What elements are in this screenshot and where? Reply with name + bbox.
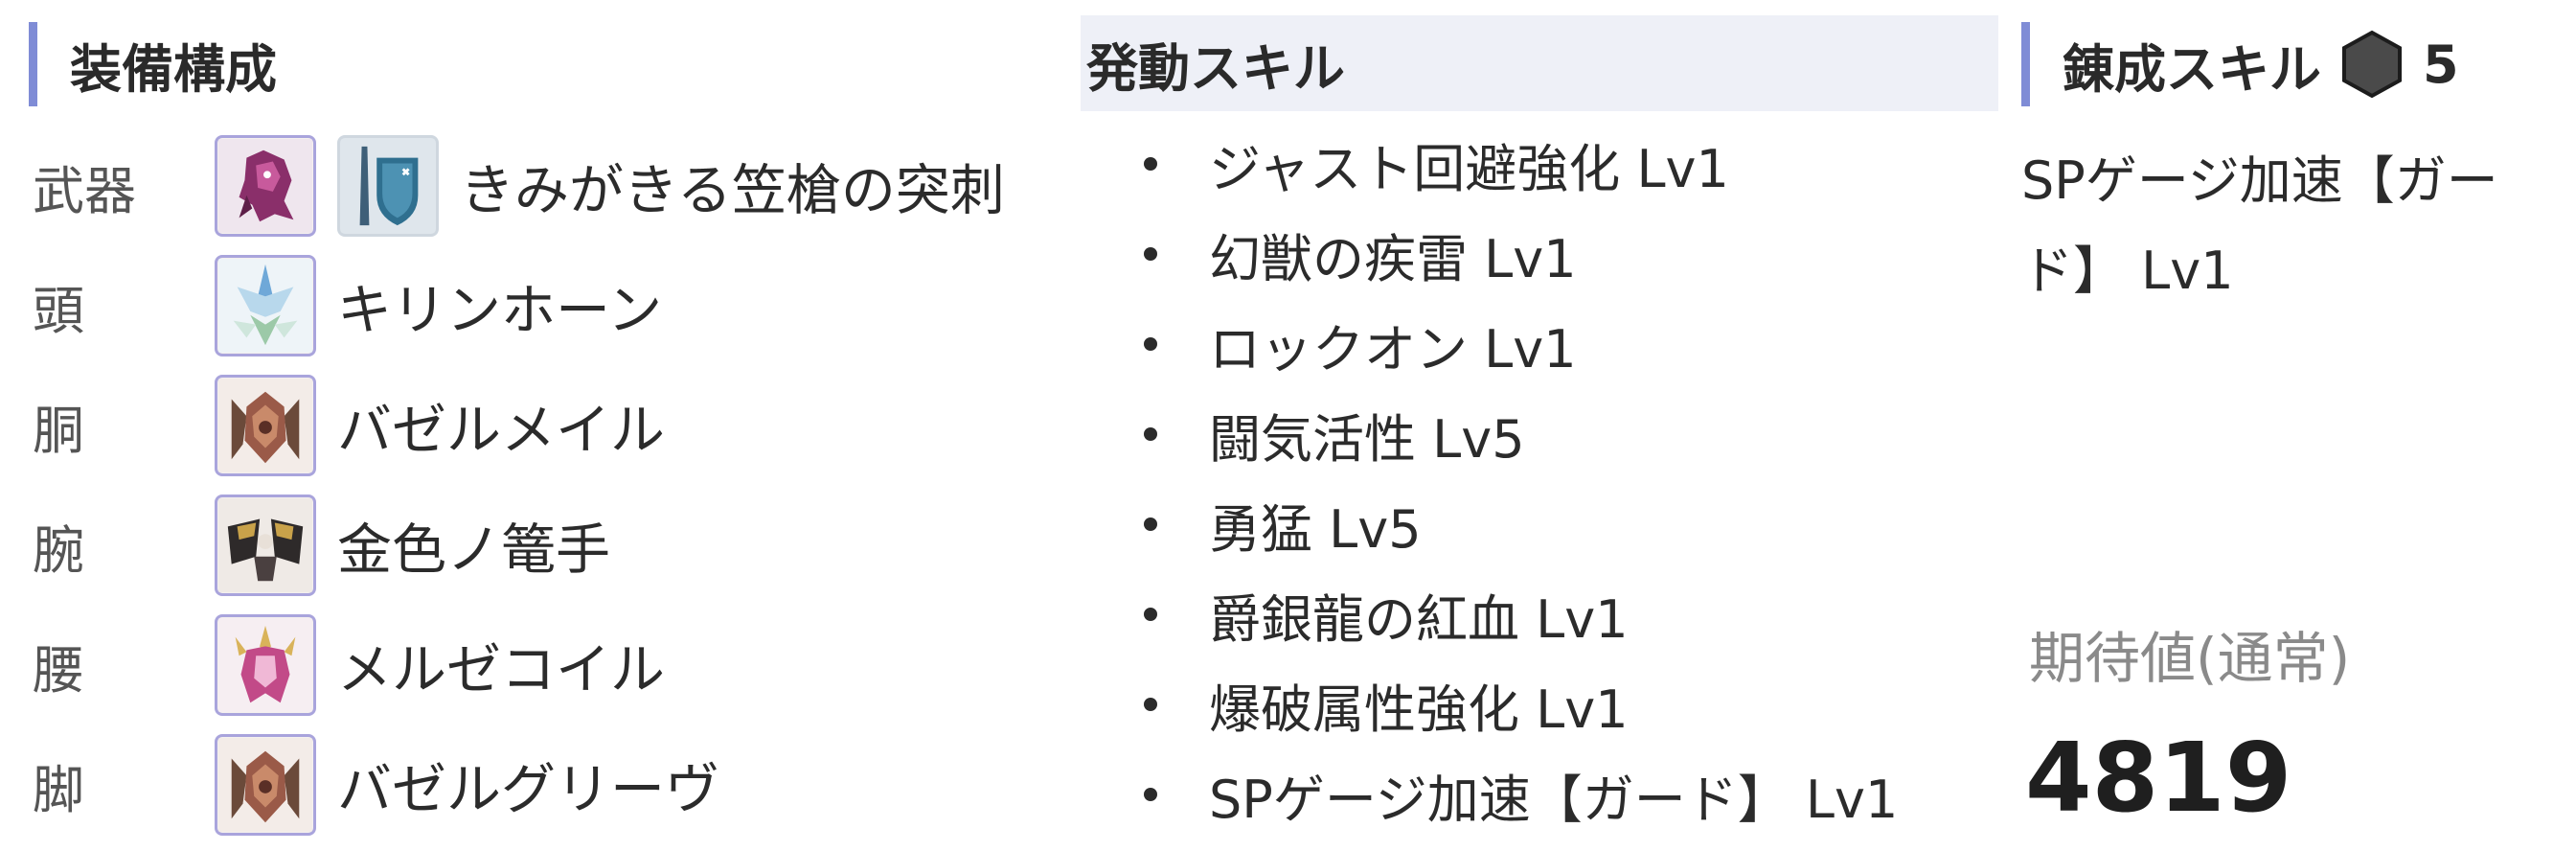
skill-list-item: 幻獣の疾雷 Lv1 (1081, 209, 1577, 299)
skill-list-item: 爵銀龍の紅血 Lv1 (1081, 569, 1629, 659)
skill-name: 爵銀龍の紅血 Lv1 (1209, 588, 1629, 650)
slot-label: 武器 (33, 160, 136, 221)
skill-list-item: 爆破属性強化 Lv1 (1081, 659, 1629, 749)
monster-icon-purple (215, 135, 316, 237)
decoration-skill: SPゲージ加速【ガード】 Lv1 (2021, 150, 2498, 301)
skill-list-item: SPゲージ加速【ガード】 Lv1 (1081, 749, 1898, 840)
skill-name: ロックオン Lv1 (1209, 318, 1577, 380)
bullet-icon (1144, 698, 1157, 711)
bullet-icon (1144, 518, 1157, 531)
hexagon-icon (2342, 30, 2402, 99)
decoration-section: 錬成スキル 5 SPゲージ加速【ガード】 Lv1 期待値(通常) 4819 (2021, 12, 2567, 836)
skill-name: SPゲージ加速【ガード】 Lv1 (1209, 769, 1899, 830)
slot-label: 頭 (33, 280, 84, 341)
kirin-horn-icon (215, 255, 316, 356)
equipment-name: キリンホーン (337, 279, 663, 342)
decoration-header: 錬成スキル 5 (2021, 12, 2567, 117)
bullet-icon (1144, 788, 1157, 801)
equipment-name: バゼルグリーヴ (337, 758, 719, 821)
equipment-row-arms[interactable]: 腕 金色ノ篭手 (29, 492, 1044, 599)
malzeno-icon (215, 614, 316, 716)
bullet-icon (1144, 337, 1157, 351)
slot-label: 脚 (33, 759, 84, 820)
bullet-icon (1144, 608, 1157, 621)
equipment-row-body[interactable]: 胴 バゼルメイル (29, 372, 1044, 479)
accent-bar (2021, 22, 2030, 106)
equipment-row-legs[interactable]: 脚 バゼルグリーヴ (29, 731, 1044, 839)
skill-name: 勇猛 Lv5 (1209, 498, 1422, 560)
equipment-name: メルゼコイル (337, 638, 665, 702)
decoration-title: 錬成スキル (2063, 38, 2321, 100)
skill-name: 闘気活性 Lv5 (1209, 408, 1525, 470)
equipment-name: 金色ノ篭手 (337, 518, 610, 582)
equipment-header: 装備構成 (29, 12, 1044, 117)
bazelgeuse-icon (215, 375, 316, 476)
decoration-rank: 5 (2423, 34, 2459, 95)
equipment-row-weapon[interactable]: 武器 きみがきる笠槍の突刺 (29, 132, 1044, 240)
accent-bar (29, 22, 37, 106)
skill-list-item: ジャスト回避強化 Lv1 (1081, 119, 1729, 209)
equipment-name: バゼルメイル (337, 399, 665, 462)
active-skills-header: 発動スキル (1081, 15, 1998, 111)
skill-name: 幻獣の疾雷 Lv1 (1209, 228, 1577, 289)
active-skills-section: 発動スキル ジャスト回避強化 Lv1 幻獣の疾雷 Lv1 ロックオン Lv1 闘… (1081, 15, 1998, 830)
bullet-icon (1144, 157, 1157, 171)
equipment-row-head[interactable]: 頭 キリンホーン (29, 252, 1044, 359)
bazelgeuse-icon (215, 734, 316, 836)
equipment-title: 装備構成 (70, 38, 277, 100)
skill-list-item: 勇猛 Lv5 (1081, 479, 1422, 569)
slot-label: 胴 (33, 400, 84, 461)
bullet-icon (1144, 427, 1157, 441)
slot-label: 腕 (33, 519, 84, 581)
equipment-name: きみがきる笠槍の突刺 (460, 159, 1005, 222)
skill-list-item: ロックオン Lv1 (1081, 299, 1577, 389)
gunlance-shield-icon (337, 135, 439, 237)
skill-name: 爆破属性強化 Lv1 (1209, 678, 1629, 740)
slot-label: 腰 (33, 639, 84, 701)
expected-value-label: 期待値(通常) (2029, 626, 2351, 691)
golden-rajang-icon (215, 494, 316, 596)
expected-value: 4819 (2025, 722, 2292, 834)
active-skills-title: 発動スキル (1086, 37, 1345, 99)
skill-name: ジャスト回避強化 Lv1 (1209, 138, 1729, 199)
bullet-icon (1144, 247, 1157, 261)
equipment-section: 装備構成 武器 きみがきる笠槍の突刺 頭 (29, 12, 1044, 836)
skill-list-item: 闘気活性 Lv5 (1081, 389, 1525, 479)
equipment-row-waist[interactable]: 腰 メルゼコイル (29, 611, 1044, 719)
